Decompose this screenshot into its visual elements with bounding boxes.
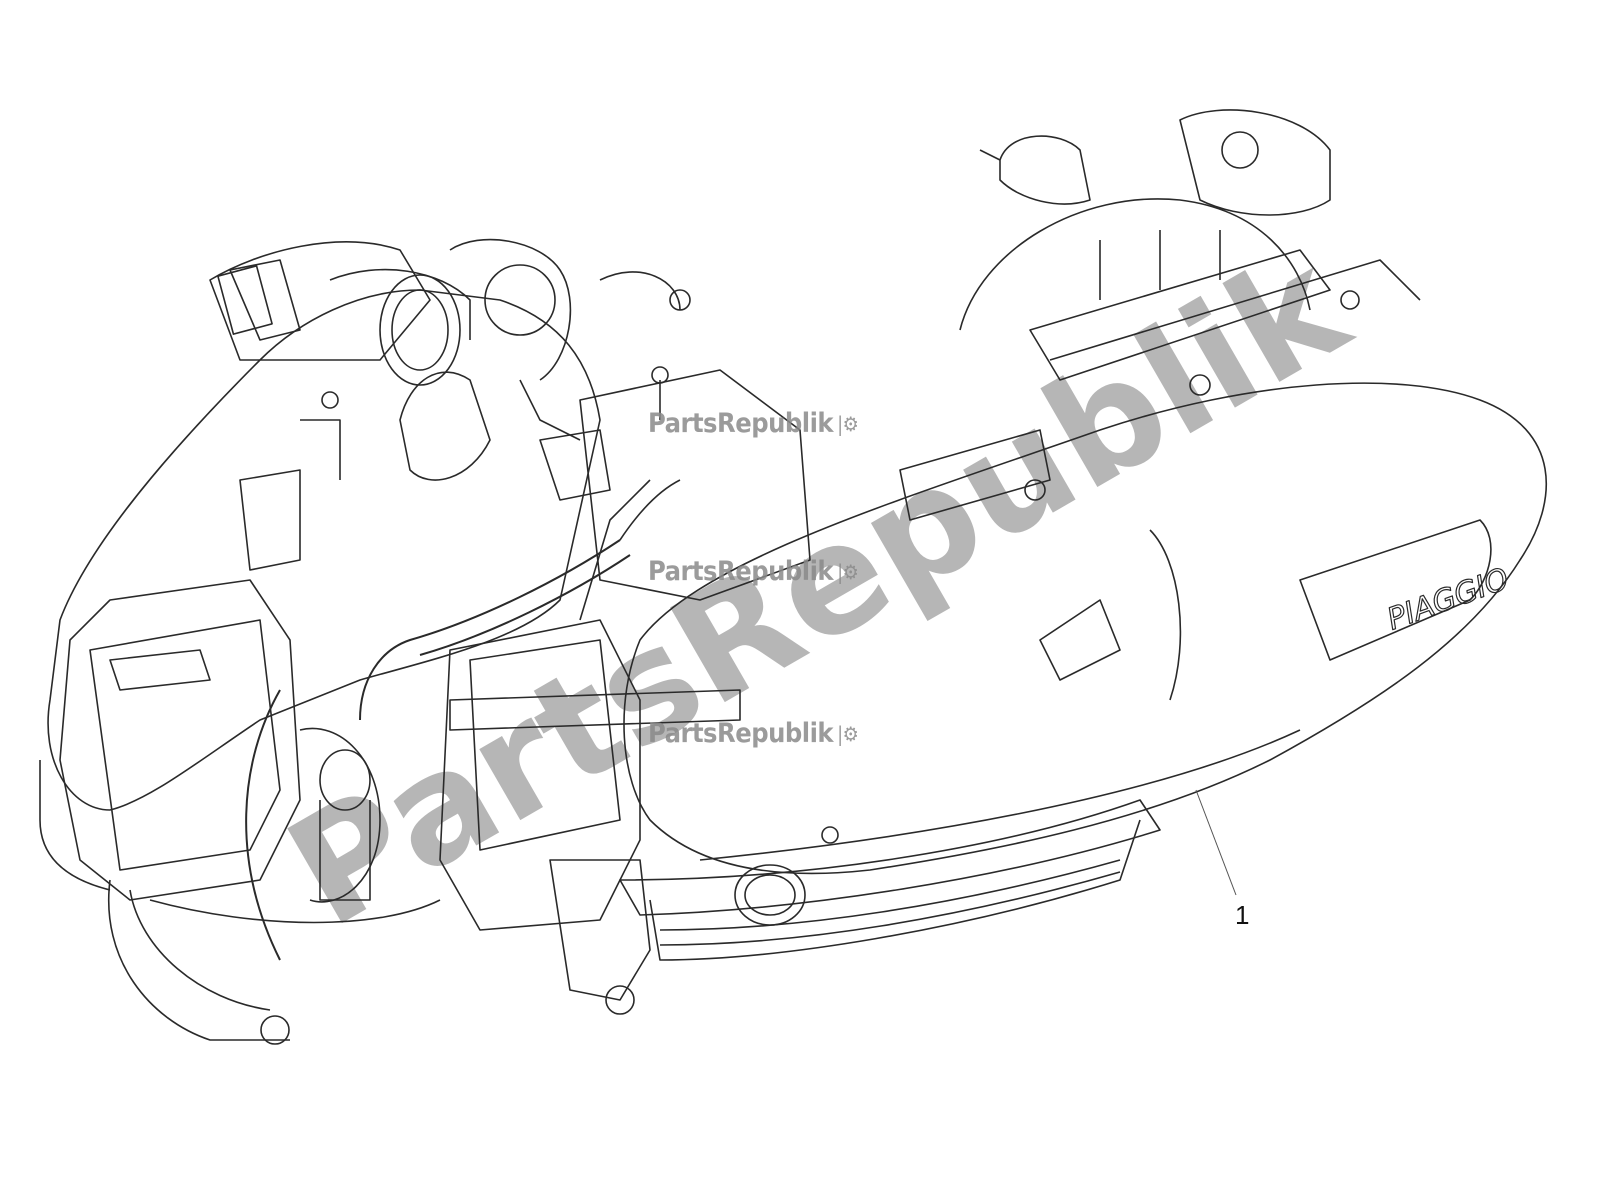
watermark: PartsRepublik|⚙ bbox=[648, 556, 859, 587]
gear-icon: |⚙ bbox=[837, 559, 859, 584]
cylinder-head bbox=[47, 289, 601, 811]
callout-leader-line bbox=[1195, 789, 1237, 896]
watermark: PartsRepublik|⚙ bbox=[648, 408, 859, 439]
piaggio-logo: PIAGGIO bbox=[1383, 561, 1514, 637]
part-callout-1: 1 bbox=[1235, 900, 1250, 930]
gear-icon: |⚙ bbox=[837, 721, 859, 746]
watermark-text: PartsRepublik bbox=[648, 408, 834, 439]
gear-icon: |⚙ bbox=[837, 411, 859, 436]
watermark: PartsRepublik|⚙ bbox=[648, 718, 859, 749]
diagonal-watermark: PartsRepublik bbox=[261, 217, 1376, 961]
watermark-text: PartsRepublik bbox=[648, 556, 834, 587]
watermark-text: PartsRepublik bbox=[648, 718, 834, 749]
transmission-cover bbox=[623, 382, 1547, 875]
